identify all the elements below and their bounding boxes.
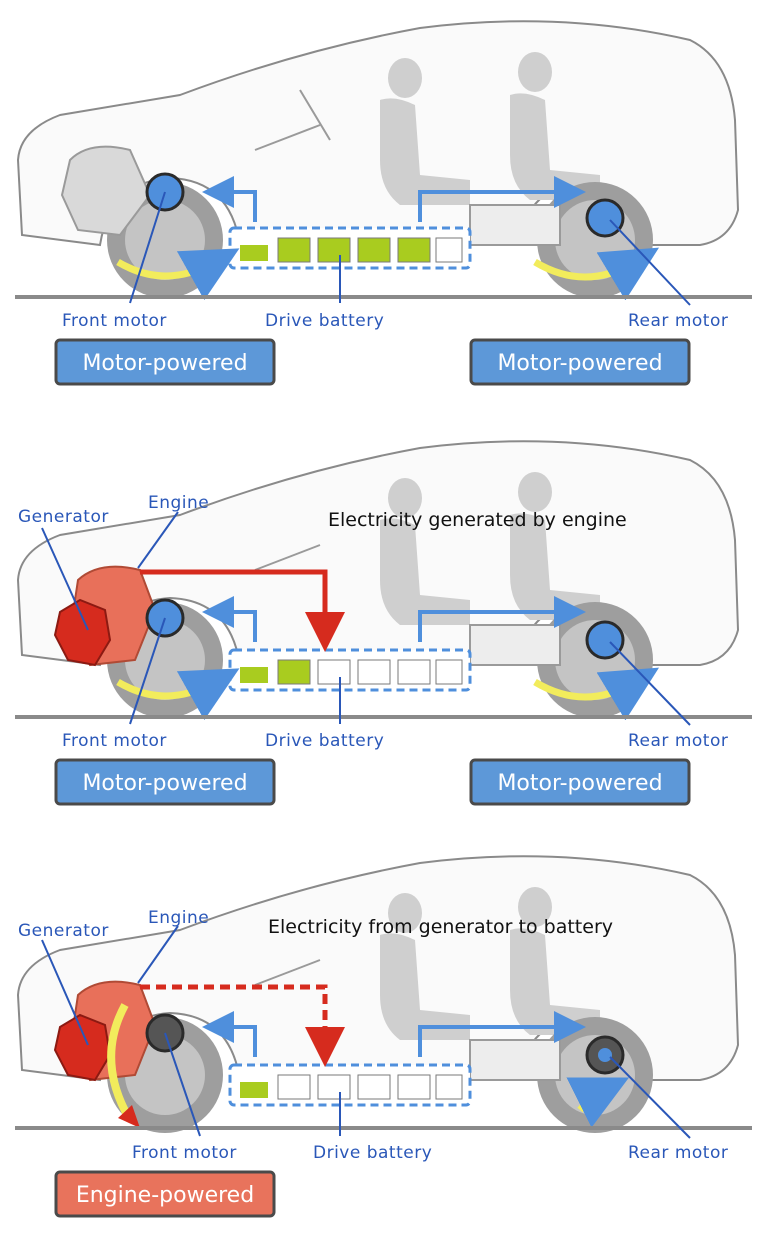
badge-rear bbox=[469, 758, 691, 806]
rear-drive-unit bbox=[469, 204, 561, 246]
badge-engine bbox=[54, 1170, 276, 1218]
generator-to-battery-arrow bbox=[140, 984, 345, 1067]
badge-front-text: Motor-powered bbox=[82, 771, 247, 796]
drive-battery-label: Drive battery bbox=[265, 311, 384, 331]
rear-drive-unit bbox=[469, 1039, 561, 1081]
badge-rear-text: Motor-powered bbox=[497, 771, 662, 796]
front-motor-label: Front motor bbox=[62, 731, 167, 751]
badge-front bbox=[54, 758, 276, 806]
passengers bbox=[380, 887, 600, 1040]
panel-caption: Electricity generated by engine bbox=[328, 509, 627, 531]
rear-motor-icon bbox=[585, 198, 625, 238]
front-motor-label: Front motor bbox=[132, 1143, 237, 1163]
passengers bbox=[380, 52, 600, 205]
panel-3: Electricity from generator to battery Ge… bbox=[15, 855, 752, 1218]
rear-motor-label: Rear motor bbox=[628, 1143, 728, 1163]
engine-power-to-battery-arrow bbox=[140, 569, 345, 652]
generator-label: Generator bbox=[18, 921, 109, 941]
generator-icon bbox=[53, 598, 112, 667]
front-rotation-arrow bbox=[116, 668, 240, 721]
engine-rotation-arrow bbox=[107, 1003, 134, 1123]
power-flow-to-rear bbox=[418, 176, 586, 222]
engine-label: Engine bbox=[148, 493, 209, 513]
badge-engine-text: Engine-powered bbox=[76, 1183, 254, 1208]
panel-caption: Electricity from generator to battery bbox=[268, 916, 613, 938]
drive-battery-label: Drive battery bbox=[313, 1143, 432, 1163]
generator-icon bbox=[53, 1013, 112, 1082]
power-flow-to-front bbox=[202, 596, 257, 642]
rear-motor-label: Rear motor bbox=[628, 311, 728, 331]
battery-cells bbox=[240, 659, 463, 685]
generator-label: Generator bbox=[18, 507, 109, 527]
badge-rear bbox=[469, 338, 691, 386]
rear-rotation-arrow bbox=[533, 667, 660, 721]
battery-cells bbox=[240, 237, 463, 263]
power-flow-to-rear bbox=[418, 1011, 586, 1057]
power-flow-to-rear bbox=[418, 596, 586, 642]
engine-grey bbox=[60, 145, 152, 237]
rear-rotation-arrow bbox=[533, 247, 660, 301]
rear-motor-label: Rear motor bbox=[628, 731, 728, 751]
power-flow-to-front bbox=[202, 1011, 257, 1057]
badge-front bbox=[54, 338, 276, 386]
front-rotation-arrow bbox=[116, 248, 240, 301]
engine-label: Engine bbox=[148, 908, 209, 928]
power-flow-to-front bbox=[202, 176, 257, 222]
drive-battery-label: Drive battery bbox=[265, 731, 384, 751]
front-motor-label: Front motor bbox=[62, 311, 167, 331]
rear-drive-unit bbox=[469, 624, 561, 666]
badge-front-text: Motor-powered bbox=[82, 351, 247, 376]
battery-cells bbox=[240, 1074, 463, 1100]
panel-2: Electricity generated by engine Generato… bbox=[15, 440, 752, 806]
panel-1: Front motor Drive battery Rear motor Mot… bbox=[15, 20, 752, 386]
rear-rotation-arrow bbox=[566, 1077, 630, 1128]
rear-motor-icon bbox=[585, 620, 625, 660]
passengers bbox=[380, 472, 600, 625]
badge-rear-text: Motor-powered bbox=[497, 351, 662, 376]
